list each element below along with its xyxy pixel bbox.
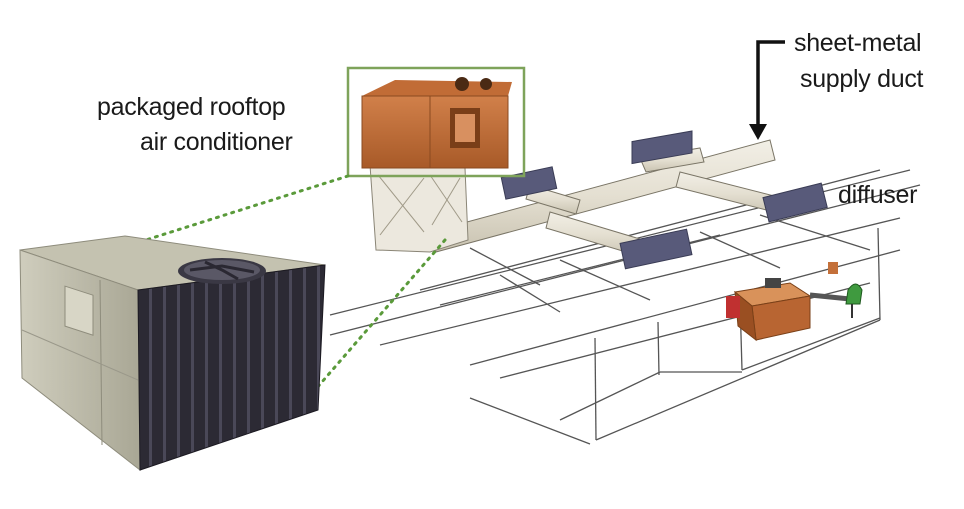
- diffuser-top: [631, 130, 693, 165]
- office-furniture: [726, 262, 863, 342]
- diffuser-bottom: [619, 228, 693, 270]
- diffusers: [500, 130, 828, 270]
- leader-dotted-lines: [128, 174, 447, 407]
- condenser-fan-icon: [178, 258, 266, 284]
- supply-duct-label-line2: supply duct: [800, 65, 924, 93]
- rooftop-unit-label-line2: air conditioner: [140, 128, 293, 156]
- diffuser-right: [762, 182, 828, 223]
- arrow-down-icon: [749, 40, 785, 140]
- building-line-art: [329, 169, 921, 445]
- rooftop-highlight-box: [346, 66, 526, 178]
- packaged-rooftop-unit-illustration: [19, 235, 326, 472]
- diffuser-label: diffuser: [838, 181, 918, 209]
- rooftop-vent-icon: [455, 77, 469, 91]
- rooftop-unit-label-line1: packaged rooftop: [97, 93, 286, 121]
- rooftop-unit-on-building: [361, 77, 512, 253]
- supply-duct-label-line1: sheet-metal: [794, 29, 922, 57]
